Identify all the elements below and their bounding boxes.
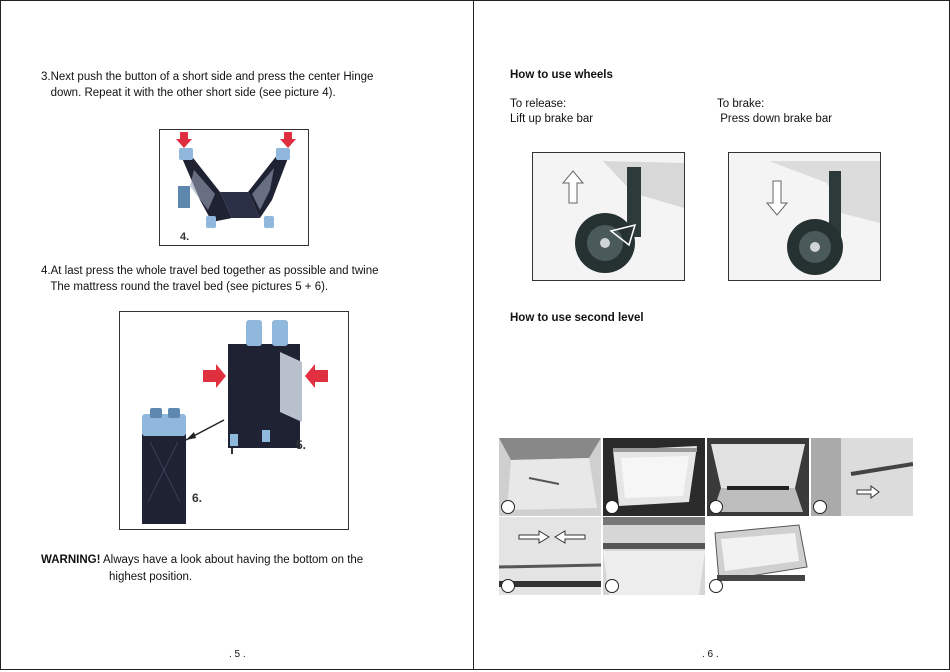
second-level-step-7 [707, 517, 809, 595]
picture-6-label: 6. [192, 491, 202, 505]
second-level-step-5 [499, 517, 601, 595]
step4-line2: The mattress round the travel bed (see p… [41, 281, 329, 293]
second-level-step-2 [603, 438, 705, 516]
wheel-release-photo [532, 152, 685, 281]
red-arrow-down-icon [176, 132, 192, 148]
brake-title: To brake: [717, 98, 765, 110]
brake-text: Press down brake bar [717, 113, 833, 125]
red-arrow-right-icon [203, 364, 226, 388]
step-marker [501, 579, 515, 593]
step-marker [709, 500, 723, 514]
picture-5-label: 5. [296, 438, 306, 452]
arrow-icon [186, 432, 196, 440]
warning-line2: highest position. [109, 571, 193, 583]
picture-4: 4. [159, 129, 309, 246]
red-arrow-down-icon [280, 132, 296, 148]
second-level-step-1 [499, 438, 601, 516]
red-arrow-left-icon [305, 364, 328, 388]
warning-line1: WARNING! Always have a look about having… [41, 552, 363, 568]
second-level-step-6 [603, 517, 705, 595]
release-text: Lift up brake bar [510, 113, 594, 125]
page-number-6: . 6 . [702, 649, 719, 660]
step-marker [501, 500, 515, 514]
page-5: 3.Next push the button of a short side a… [0, 0, 474, 670]
second-level-step-4 [811, 438, 913, 516]
page-number-5: . 5 . [229, 649, 246, 660]
second-level-heading: How to use second level [510, 312, 644, 324]
step4-line1: 4.At last press the whole travel bed tog… [41, 265, 379, 277]
step-marker [605, 579, 619, 593]
second-level-step-3 [707, 438, 809, 516]
step-marker [813, 500, 827, 514]
picture-5-6: 5. 6. [119, 311, 349, 530]
step-marker [709, 579, 723, 593]
folded-bed-illustration: 5. 6. [142, 320, 328, 524]
arrow-down-icon [765, 180, 789, 216]
wheels-heading: How to use wheels [510, 69, 613, 81]
warning-text: Always have a look about having the bott… [100, 554, 364, 566]
picture-4-label: 4. [180, 231, 189, 243]
step-marker [605, 500, 619, 514]
folding-bed-illustration: 4. [176, 132, 296, 243]
arrow-up-icon [561, 170, 585, 204]
page-6: How to use wheels To release: Lift up br… [474, 0, 950, 670]
wheel-brake-photo [728, 152, 881, 281]
step3-line2: down. Repeat it with the other short sid… [41, 87, 336, 99]
step3-line1: 3.Next push the button of a short side a… [41, 71, 374, 83]
warning-label: WARNING! [41, 554, 101, 566]
release-title: To release: [510, 98, 567, 110]
